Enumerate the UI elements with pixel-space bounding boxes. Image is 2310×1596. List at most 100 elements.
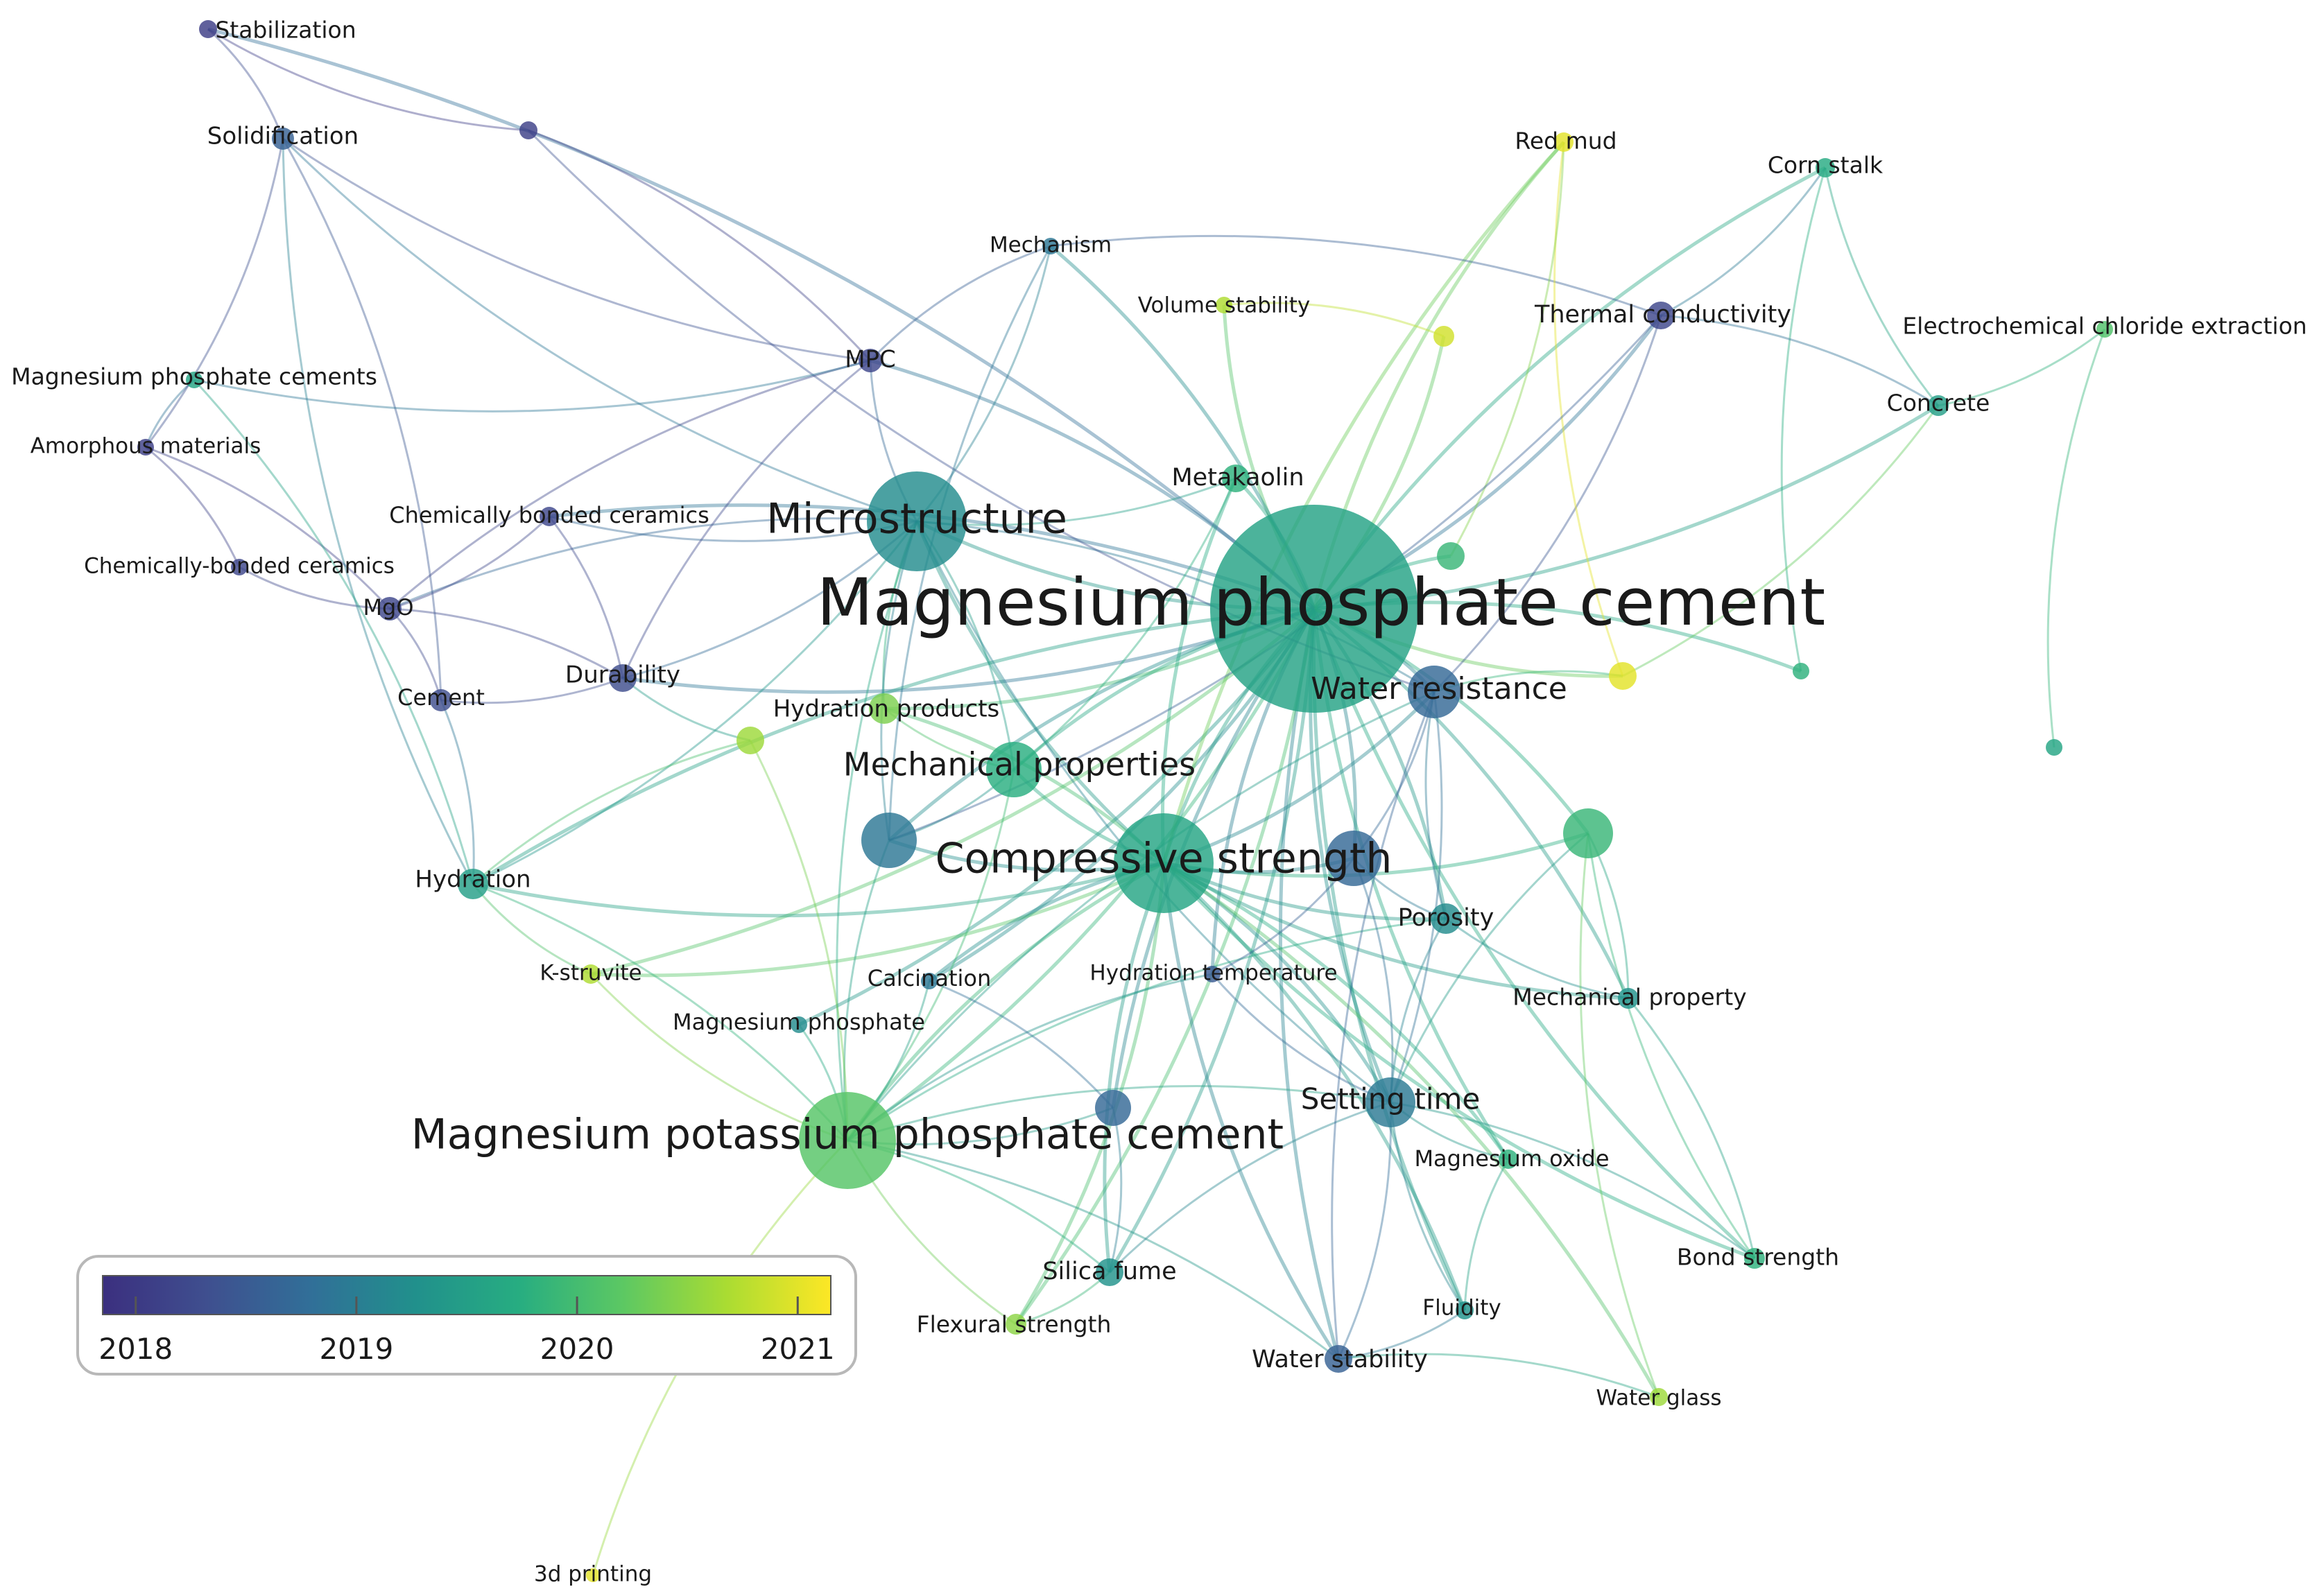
node-u-b[interactable] <box>1433 326 1454 347</box>
network-link <box>193 379 474 885</box>
node-label: Magnesium phosphate <box>673 1009 925 1035</box>
node-label: Hydration <box>415 866 531 894</box>
node-bond[interactable] <box>1744 1248 1765 1269</box>
network-link <box>1553 141 1624 677</box>
network-link <box>1824 167 1940 406</box>
node-label: Corn stalk <box>1768 152 1884 179</box>
node-corn-stalk[interactable] <box>1816 158 1835 177</box>
node-silica-fume[interactable] <box>1096 1258 1123 1286</box>
node-concrete[interactable] <box>1928 395 1949 416</box>
node-water-res[interactable] <box>1408 666 1460 718</box>
node-setting[interactable] <box>1365 1077 1415 1127</box>
network-link <box>1352 858 1394 1103</box>
network-link <box>846 691 1435 1141</box>
node-u-d[interactable] <box>1609 662 1637 690</box>
network-link <box>1449 141 1565 557</box>
node-amorphous[interactable] <box>137 439 154 456</box>
node-mpc[interactable] <box>859 349 882 372</box>
node-label: Cement <box>397 684 485 711</box>
node-microstructure[interactable] <box>867 471 967 571</box>
node-chem-bonded2[interactable] <box>231 559 248 575</box>
network-link <box>1160 477 1238 864</box>
node-electro[interactable] <box>2096 321 2113 338</box>
network-link <box>1108 1101 1391 1274</box>
node-mp-cements[interactable] <box>186 372 202 388</box>
node-u-e[interactable] <box>1793 663 1809 679</box>
node-label: Solidification <box>207 123 359 150</box>
node-label: Mechanical property <box>1512 984 1746 1011</box>
node-u-g[interactable] <box>1563 808 1613 858</box>
network-link <box>1660 167 1827 317</box>
node-u-j[interactable] <box>1095 1090 1131 1126</box>
network-link <box>1162 861 1510 1161</box>
node-u-c[interactable] <box>1437 542 1465 570</box>
node-durability[interactable] <box>609 664 637 692</box>
node-porosity[interactable] <box>1431 903 1461 934</box>
network-link <box>1780 167 1827 672</box>
node-mpc-cement[interactable] <box>1210 505 1418 713</box>
network-link <box>1103 862 1166 1273</box>
node-label: Porosity <box>1398 904 1494 932</box>
node-kstruvite[interactable] <box>581 964 601 984</box>
node-fluidity[interactable] <box>1456 1301 1474 1319</box>
legend-tick-label: 2019 <box>319 1332 393 1366</box>
network-link <box>282 137 917 523</box>
network-link <box>282 138 442 701</box>
network-link <box>193 359 871 413</box>
node-stabilization[interactable] <box>199 20 217 38</box>
node-label: Water resistance <box>1311 671 1567 706</box>
node-u-h[interactable] <box>861 813 917 868</box>
network-link <box>1445 917 1629 1000</box>
node-mech-props[interactable] <box>986 742 1042 797</box>
network-link <box>145 446 241 568</box>
node-calcination[interactable] <box>921 973 938 989</box>
network-link <box>1627 998 1756 1259</box>
node-mech-prop[interactable] <box>1618 988 1639 1009</box>
network-link <box>1587 833 1630 999</box>
node-hyd-temp[interactable] <box>1204 966 1221 982</box>
node-label: Calcination <box>868 965 992 991</box>
node-label: Thermal conductivity <box>1534 301 1791 329</box>
node-solidification[interactable] <box>272 128 294 150</box>
node-mechanism[interactable] <box>1042 238 1059 254</box>
node-chem-bonded[interactable] <box>540 507 559 526</box>
node-u-f[interactable] <box>736 727 764 754</box>
node-metakaolin[interactable] <box>1222 465 1250 492</box>
node-water-glass[interactable] <box>1650 1388 1668 1406</box>
node-cement[interactable] <box>430 689 452 711</box>
node-u-i[interactable] <box>1326 831 1381 886</box>
node-label: 3d printing <box>534 1562 652 1587</box>
node-label: Amorphous materials <box>31 434 261 459</box>
network-link <box>282 137 871 362</box>
node-red-mud[interactable] <box>1554 132 1574 152</box>
node-flexural[interactable] <box>1006 1314 1026 1335</box>
node-volume[interactable] <box>1216 297 1232 313</box>
network-link <box>207 27 1316 610</box>
network-link <box>1579 833 1660 1398</box>
network-link <box>846 769 1015 1141</box>
node-printing[interactable] <box>586 1568 600 1582</box>
node-u-k[interactable] <box>2046 739 2062 756</box>
network-link <box>1389 1102 1466 1311</box>
network-link <box>836 521 918 1141</box>
network-link <box>207 28 529 132</box>
network-link <box>472 521 918 885</box>
node-mgo[interactable] <box>378 597 402 621</box>
node-u-a[interactable] <box>519 121 537 139</box>
node-label: Hydration temperature <box>1089 961 1337 986</box>
node-thermal[interactable] <box>1647 302 1675 329</box>
node-mkpc[interactable] <box>799 1092 896 1189</box>
node-hydration[interactable] <box>458 869 488 899</box>
node-mg-phosphate[interactable] <box>791 1016 807 1033</box>
network-link <box>622 677 751 742</box>
node-label: MPC <box>845 346 896 374</box>
network-link <box>472 883 849 1142</box>
network-link <box>847 1085 1391 1142</box>
node-compressive[interactable] <box>1114 813 1214 913</box>
node-water-stab[interactable] <box>1325 1345 1352 1373</box>
node-hydration-products[interactable] <box>869 693 899 724</box>
node-mg-oxide[interactable] <box>1499 1150 1518 1169</box>
